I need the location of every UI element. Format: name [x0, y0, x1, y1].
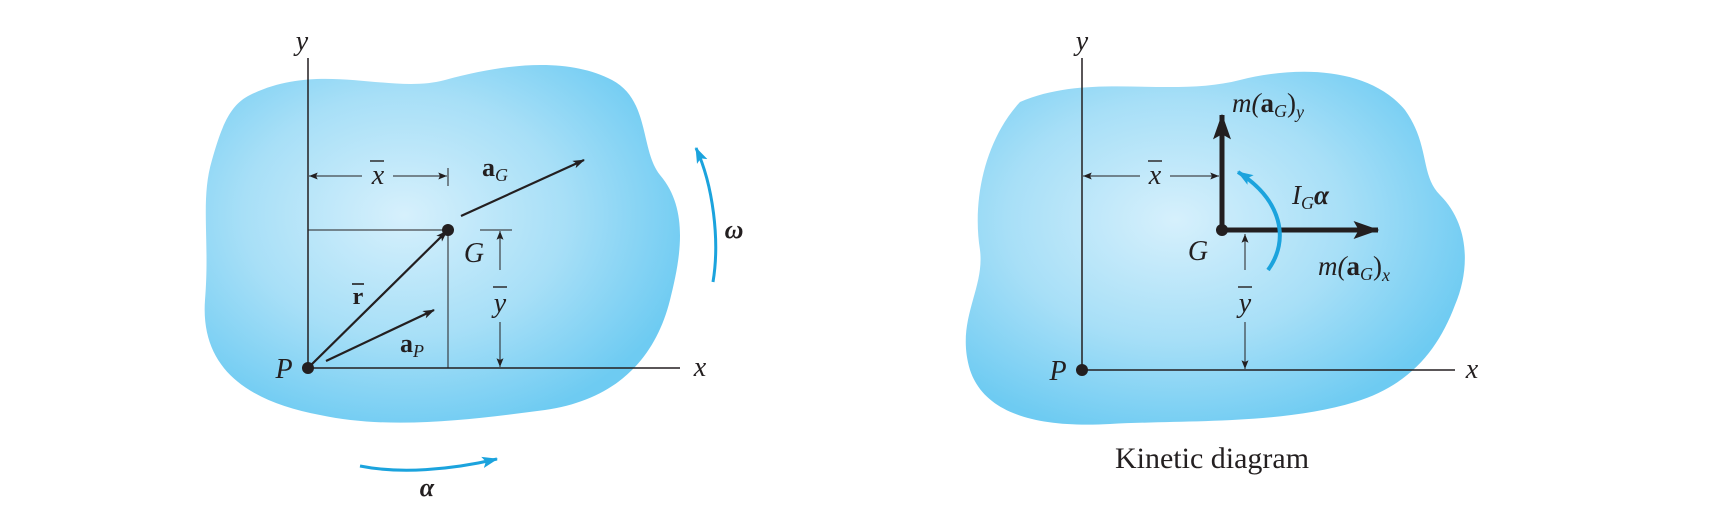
omega-arrow	[694, 146, 718, 283]
x-axis-label-right: x	[1465, 354, 1479, 385]
ap-vector	[325, 309, 435, 362]
kinetic-diagram-caption: Kinetic diagram	[1115, 442, 1309, 475]
ybar-label-left: y	[491, 286, 507, 319]
moment-arrow	[1236, 170, 1282, 272]
point-g-label-right: G	[1188, 236, 1208, 267]
rigid-body-blob-right	[965, 71, 1465, 425]
force-y-label: m(aG)y	[1232, 88, 1304, 122]
point-g-label-left: G	[464, 238, 484, 269]
alpha-arrow	[359, 456, 499, 472]
ag-label: aG	[482, 153, 508, 185]
xbar-label-right: x	[1148, 160, 1162, 191]
point-p-label-right: P	[1048, 356, 1066, 387]
omega-label: ω	[725, 215, 744, 244]
y-axis-label-right: y	[1073, 26, 1089, 57]
point-p-label-left: P	[274, 354, 292, 385]
point-p-right	[1076, 364, 1088, 376]
svg-text:y: y	[491, 288, 507, 319]
ag-vector	[460, 158, 585, 218]
rigid-body-blob-left	[204, 64, 680, 423]
svg-text:x: x	[371, 160, 385, 191]
point-g-right	[1216, 224, 1228, 236]
ybar-label-right: y	[1236, 286, 1252, 319]
point-p-left	[302, 362, 314, 374]
y-axis-label-left: y	[293, 26, 309, 57]
moment-label: IGα	[1291, 180, 1330, 213]
alpha-label: α	[420, 473, 435, 502]
left-diagram: y x x y P G r	[204, 26, 744, 502]
x-axis-label-left: x	[693, 352, 707, 383]
svg-text:x: x	[1148, 160, 1162, 191]
rbar-label: r	[352, 283, 364, 310]
ap-label: aP	[400, 329, 424, 361]
point-g-left	[442, 224, 454, 236]
right-diagram: y x x y P G m(aG)y m(aG)x	[965, 26, 1479, 475]
rbar-vector	[307, 230, 448, 369]
force-x-label: m(aG)x	[1318, 251, 1390, 285]
svg-text:y: y	[1236, 288, 1252, 319]
xbar-label-left: x	[370, 160, 385, 191]
svg-text:r: r	[353, 284, 364, 310]
